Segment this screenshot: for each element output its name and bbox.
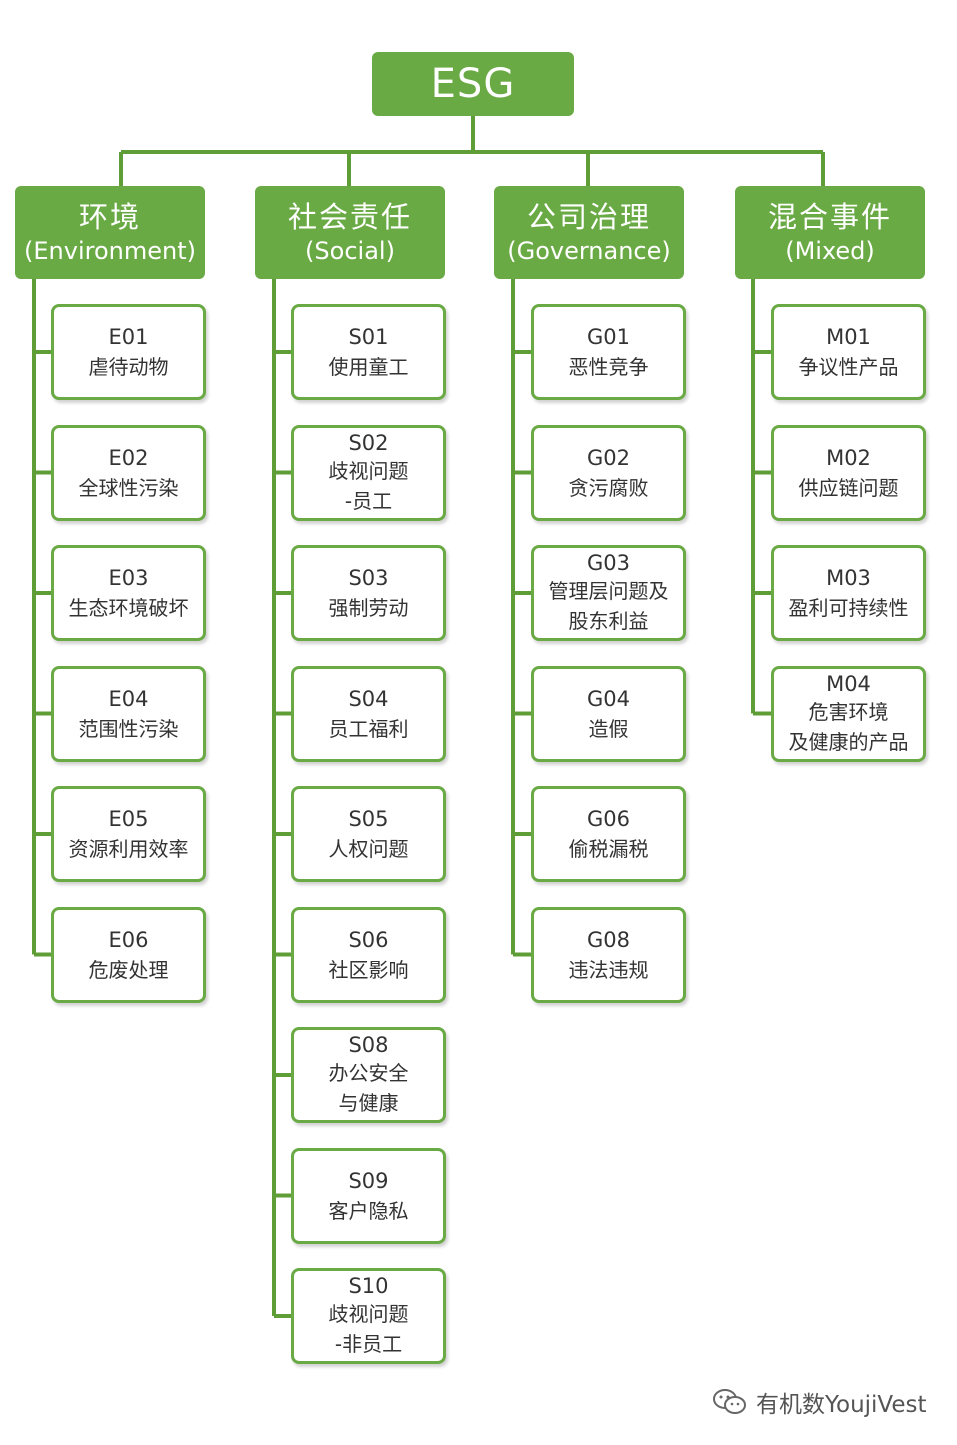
issue-code: M03: [826, 566, 871, 590]
issue-node: E03 生态环境破坏: [51, 545, 206, 641]
wechat-icon: [713, 1389, 746, 1414]
issue-node: M04 危害环境及健康的产品: [771, 665, 926, 762]
issue-name: 歧视问题: [328, 458, 409, 483]
category-title: 环境: [78, 199, 141, 234]
issue-code: E06: [108, 927, 149, 952]
issue-name: 盈利可持续性: [788, 596, 909, 620]
issue-name: -员工: [344, 488, 393, 513]
issue-name: 资源利用效率: [68, 837, 189, 861]
issue-code: S02: [348, 430, 389, 455]
issue-node: E05 资源利用效率: [51, 786, 206, 882]
esg-root-node: ESG: [372, 52, 574, 116]
issue-node: S04 员工福利: [291, 665, 446, 762]
issue-name: 客户隐私: [328, 1198, 409, 1223]
issue-node: G04 造假: [531, 665, 686, 762]
issue-name: -非员工: [334, 1332, 403, 1356]
issue-node: E06 危废处理: [51, 906, 206, 1003]
category-title: 混合事件: [767, 199, 892, 234]
issue-code: M04: [826, 671, 871, 696]
issue-name: 偷税漏税: [568, 837, 649, 861]
issue-node: G02 贪污腐败: [531, 424, 686, 521]
issue-name: 争议性产品: [798, 355, 899, 379]
watermark: 有机数YoujiVest: [712, 1386, 927, 1418]
issue-node: S06 社区影响: [291, 906, 446, 1003]
issue-name: 办公安全: [328, 1061, 409, 1085]
issue-code: M01: [826, 325, 871, 349]
issue-node: M02 供应链问题: [771, 424, 926, 521]
esg-root-label: ESG: [430, 61, 516, 107]
issue-name: 造假: [588, 716, 629, 741]
category-subtitle: (Environment): [24, 236, 196, 265]
issue-node: G06 偷税漏税: [531, 786, 686, 882]
issue-code: G06: [587, 807, 630, 831]
category-subtitle: (Mixed): [785, 236, 875, 265]
issue-node: G08 违法违规: [531, 906, 686, 1003]
issue-name: 违法违规: [568, 957, 649, 982]
issue-name: 使用童工: [328, 355, 409, 379]
issue-name: 生态环境破坏: [68, 596, 189, 620]
category-subtitle: (Governance): [507, 236, 671, 265]
issue-name: 强制劳动: [328, 596, 409, 620]
issue-name: 与健康: [338, 1091, 399, 1115]
issue-code: S10: [348, 1274, 389, 1298]
issue-code: G01: [587, 325, 630, 349]
category-node: 公司治理(Governance): [494, 186, 684, 279]
issue-name: 危废处理: [88, 957, 169, 982]
issue-code: S05: [348, 807, 389, 831]
issue-node: G01 恶性竞争: [531, 304, 686, 400]
issue-code: G04: [587, 686, 630, 711]
issue-node: S05 人权问题: [291, 786, 446, 882]
issue-name: 员工福利: [328, 716, 409, 741]
issue-code: E05: [108, 807, 149, 831]
issue-code: S01: [348, 325, 389, 349]
issue-code: E04: [108, 686, 149, 711]
issue-node: M01 争议性产品: [771, 304, 926, 400]
issue-node: S08 办公安全与健康: [291, 1027, 446, 1123]
category-node: 环境(Environment): [15, 186, 205, 279]
category-title: 公司治理: [526, 199, 651, 234]
category-node: 社会责任(Social): [255, 186, 445, 279]
issue-name: 股东利益: [568, 609, 649, 633]
issue-name: 恶性竞争: [568, 355, 649, 379]
issue-name: 供应链问题: [798, 475, 899, 500]
issue-node: S09 客户隐私: [291, 1147, 446, 1244]
issue-name: 虐待动物: [88, 355, 169, 379]
issue-node: M03 盈利可持续性: [771, 545, 926, 641]
watermark-text: 有机数YoujiVest: [756, 1392, 927, 1418]
issue-code: S09: [348, 1168, 389, 1193]
issue-name: 贪污腐败: [568, 475, 649, 500]
issue-name: 危害环境: [808, 699, 889, 724]
issue-code: E01: [108, 325, 149, 349]
issue-name: 社区影响: [328, 957, 409, 982]
issue-code: E03: [108, 566, 149, 590]
issue-code: E02: [108, 445, 149, 470]
issue-code: G08: [587, 927, 630, 952]
issue-name: 及健康的产品: [788, 729, 909, 754]
issue-node: E02 全球性污染: [51, 424, 206, 521]
issue-node: G03 管理层问题及股东利益: [531, 545, 686, 641]
issue-node: S03 强制劳动: [291, 545, 446, 641]
issue-name: 人权问题: [328, 837, 409, 861]
issue-node: E04 范围性污染: [51, 665, 206, 762]
issue-name: 范围性污染: [78, 716, 179, 741]
issue-code: S03: [348, 566, 389, 590]
issue-name: 全球性污染: [78, 475, 179, 500]
issue-code: G03: [587, 551, 630, 575]
issue-name: 歧视问题: [328, 1302, 409, 1326]
issue-node: S10 歧视问题 -非员工: [291, 1268, 446, 1364]
issue-node: S02 歧视问题 -员工: [291, 424, 446, 521]
category-node: 混合事件(Mixed): [735, 186, 925, 279]
issue-code: M02: [826, 445, 871, 470]
issue-name: 管理层问题及: [548, 579, 669, 603]
issue-code: S08: [348, 1033, 389, 1057]
category-subtitle: (Social): [305, 236, 395, 265]
issue-code: S06: [348, 927, 389, 952]
issue-node: S01 使用童工: [291, 304, 446, 400]
issue-node: E01 虐待动物: [51, 304, 206, 400]
issue-code: G02: [587, 445, 630, 470]
issue-code: S04: [348, 686, 389, 711]
category-title: 社会责任: [287, 199, 412, 234]
